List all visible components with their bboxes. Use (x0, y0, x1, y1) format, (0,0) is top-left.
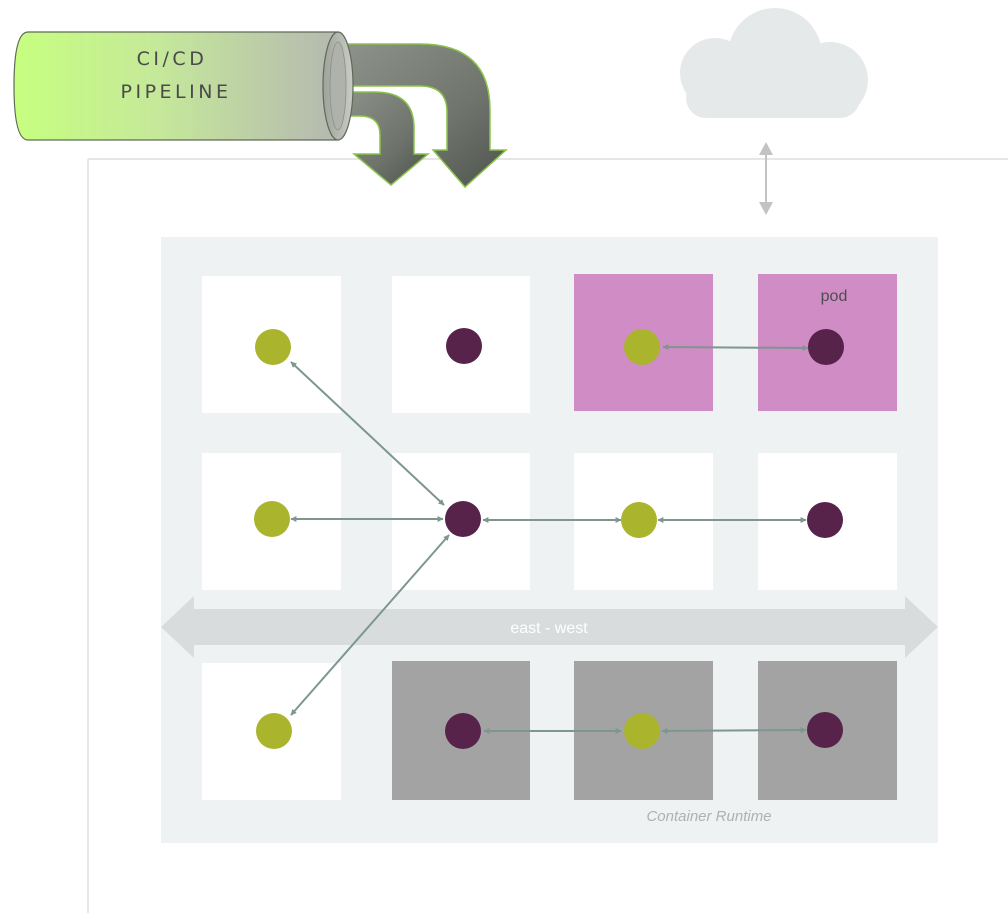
pipe-icon[interactable] (13, 31, 354, 141)
purple-container-dot[interactable] (808, 329, 844, 365)
pod-label: pod (821, 288, 848, 305)
container-runtime-label: Container Runtime (646, 808, 771, 825)
connector-pods (662, 344, 809, 351)
pipeline-label-line2: PIPELINE (121, 81, 232, 103)
purple-container-dot[interactable] (807, 712, 843, 748)
green-container-dot[interactable] (254, 501, 290, 537)
cloud-icon (680, 8, 868, 118)
green-container-dot[interactable] (624, 713, 660, 749)
connector-row3-b (661, 727, 807, 734)
east-west-label: east - west (510, 620, 588, 637)
connectors (290, 344, 809, 734)
curved-arrow-icon (332, 43, 508, 189)
pipeline-label-line1: CI/CD (137, 48, 208, 70)
purple-container-dot[interactable] (445, 501, 481, 537)
connector-diagonal-down (290, 534, 450, 716)
cloud-link-arrow (759, 142, 773, 215)
connector-diagonal-up (290, 361, 445, 506)
purple-container-dot[interactable] (445, 713, 481, 749)
green-container-dot[interactable] (256, 713, 292, 749)
outer-boundary (87, 158, 1008, 913)
purple-container-dot[interactable] (446, 328, 482, 364)
purple-container-dot[interactable] (807, 502, 843, 538)
green-container-dot[interactable] (624, 329, 660, 365)
green-container-dot[interactable] (255, 329, 291, 365)
green-container-dot[interactable] (621, 502, 657, 538)
